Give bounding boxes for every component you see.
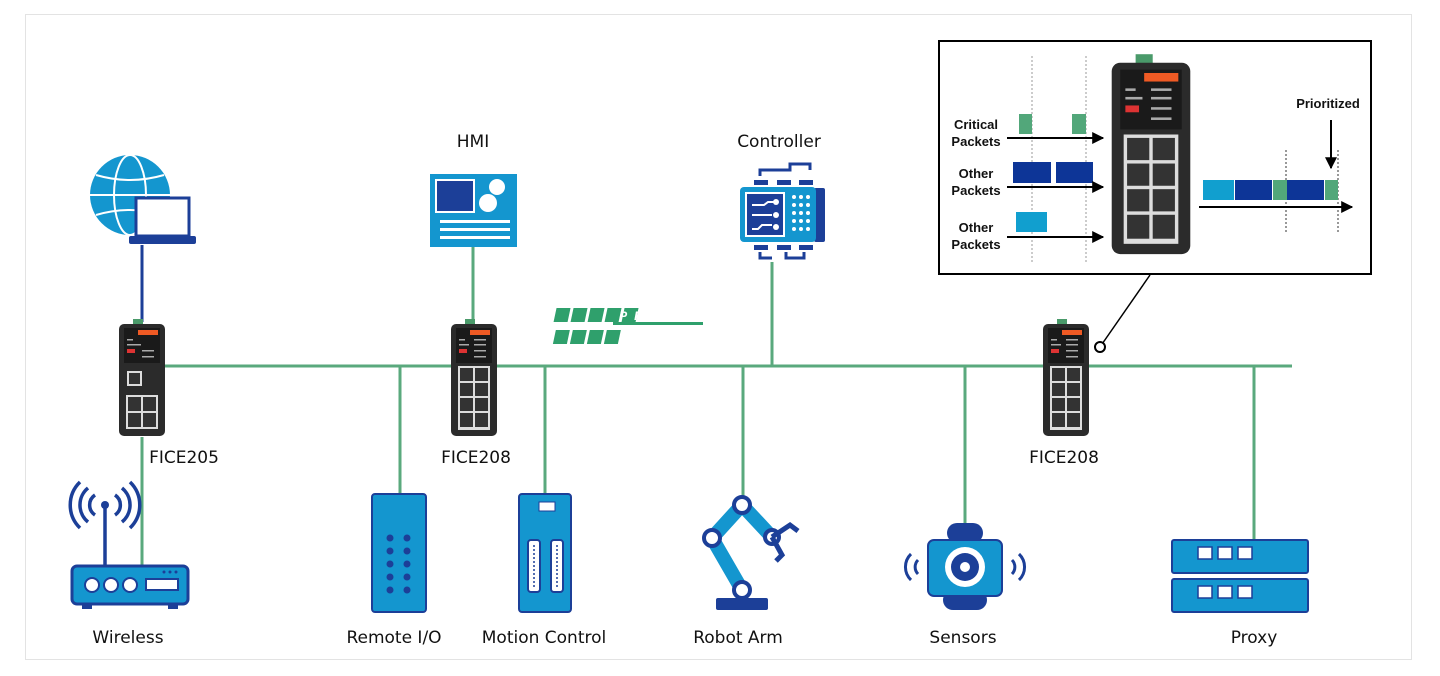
switch-fice208-1 <box>451 319 497 436</box>
switch-1-label: FICE205 <box>149 448 219 468</box>
output-packet <box>1203 180 1234 200</box>
wireless-label: Wireless <box>92 628 163 648</box>
sensors-label: Sensors <box>929 628 996 648</box>
other-label-1a: Other <box>959 166 994 181</box>
critical-packet <box>1072 114 1086 134</box>
controller-icon <box>740 162 825 260</box>
hmi-icon <box>430 174 517 247</box>
critical-packet <box>1019 114 1032 134</box>
inset-switch <box>1111 54 1191 255</box>
prioritized-label: Prioritized <box>1296 96 1360 111</box>
output-packet <box>1287 180 1324 200</box>
motion-control-label: Motion Control <box>482 628 607 648</box>
switch-fice205 <box>119 319 165 436</box>
globe-laptop-icon <box>90 154 196 244</box>
output-packet <box>1235 180 1272 200</box>
other-packet <box>1056 162 1093 183</box>
svg-text:PROFI: PROFI <box>619 309 691 323</box>
wireless-router-icon <box>68 480 190 609</box>
motion-control-icon <box>518 493 572 613</box>
remote-io-icon <box>371 493 427 613</box>
sensor-icon <box>904 523 1026 610</box>
network-links <box>140 247 1292 566</box>
callout-line <box>1099 274 1151 348</box>
proxy-icon <box>1171 539 1309 613</box>
proxy-label: Proxy <box>1231 628 1278 648</box>
other-packet <box>1013 162 1051 183</box>
other-label-2b: Packets <box>951 237 1000 252</box>
qos-inset: Critical Packets Other Packets Other Pac… <box>938 40 1372 275</box>
critical-label-2: Packets <box>951 134 1000 149</box>
output-packet <box>1273 180 1287 200</box>
switch-fice208-2 <box>1043 319 1089 436</box>
critical-label-1: Critical <box>954 117 998 132</box>
output-packet-prioritized <box>1325 180 1338 200</box>
other-packet <box>1016 212 1047 232</box>
profinet-logo: PROFI NET <box>552 308 703 345</box>
robot-arm-label: Robot Arm <box>693 628 783 648</box>
switch-2-label: FICE208 <box>441 448 511 468</box>
other-label-1b: Packets <box>951 183 1000 198</box>
robot-arm-icon <box>702 495 800 610</box>
callout-dot <box>1094 341 1106 353</box>
controller-label: Controller <box>737 132 821 152</box>
hmi-label: HMI <box>457 132 489 152</box>
remote-io-label: Remote I/O <box>346 628 441 648</box>
svg-text:NET: NET <box>631 331 676 345</box>
other-label-2a: Other <box>959 220 994 235</box>
switch-3-label: FICE208 <box>1029 448 1099 468</box>
